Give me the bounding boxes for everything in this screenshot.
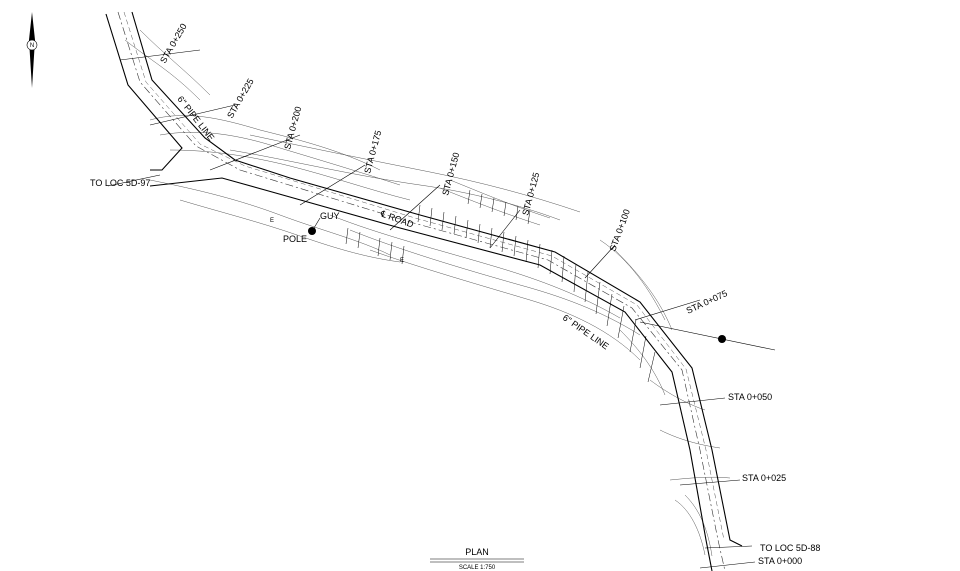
- pipe-line-label-lower: 6" PIPE LINE: [561, 312, 611, 351]
- station-label-0075: STA 0+075: [685, 288, 729, 316]
- station-lines: [119, 49, 776, 569]
- pipe-line-label-upper: 6" PIPE LINE: [175, 94, 216, 142]
- station-label-0150: STA 0+150: [440, 151, 461, 196]
- plan-title: PLAN: [465, 547, 489, 557]
- station-label-0175: STA 0+175: [362, 129, 383, 174]
- station-label-0025: STA 0+025: [742, 473, 786, 483]
- pole-marker-east: [718, 335, 726, 343]
- station-label-0125: STA 0+125: [520, 171, 541, 216]
- pipe-line: [123, 11, 725, 541]
- to-loc-west-label: TO LOC 5D-97: [90, 178, 150, 188]
- plan-scale: SCALE 1:750: [459, 565, 496, 571]
- station-label-0100: STA 0+100: [607, 208, 631, 253]
- north-label: N: [30, 43, 34, 49]
- station-label-0225: STA 0+225: [225, 77, 256, 120]
- guy-label: GUY: [320, 211, 340, 221]
- e-marker-2: E: [400, 258, 404, 264]
- station-label-0000: STA 0+000: [758, 556, 802, 566]
- road-edges: [105, 11, 743, 571]
- road-centerline: [117, 11, 726, 571]
- to-loc-east-label: TO LOC 5D-88: [760, 543, 820, 553]
- station-label-0050: STA 0+050: [728, 392, 772, 402]
- contour-lines: [124, 29, 731, 557]
- road-label: ℄ ROAD: [378, 208, 415, 230]
- station-label-0250: STA 0+250: [158, 22, 189, 65]
- north-arrow-icon: N: [26, 12, 38, 88]
- guy-wire: [313, 217, 321, 229]
- pole-label: POLE: [283, 234, 307, 244]
- pole-marker: [308, 227, 316, 235]
- e-marker-1: E: [270, 218, 274, 224]
- station-label-0200: STA 0+200: [282, 105, 303, 150]
